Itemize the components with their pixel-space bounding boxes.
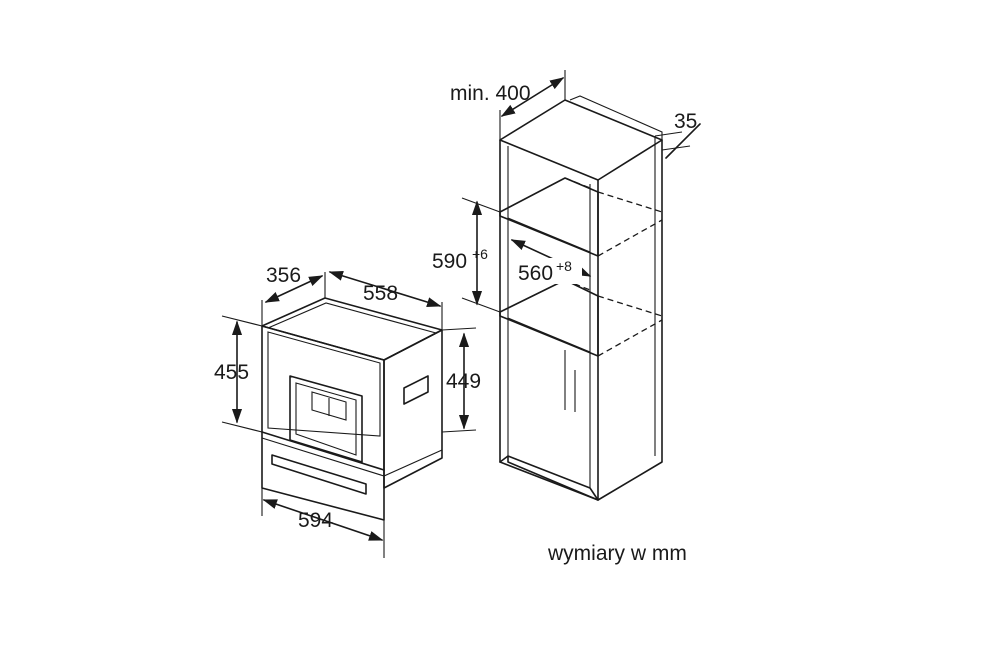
- label-min-400: min. 400: [450, 82, 531, 105]
- dim-line-35: [665, 123, 701, 159]
- units-caption: wymiary w mm: [547, 542, 687, 565]
- drawer-line-2: [261, 437, 443, 477]
- side-grip: [403, 375, 429, 405]
- label-590-tol: +6: [472, 246, 488, 262]
- appliance-bezel: [267, 331, 381, 437]
- label-590: 590: [432, 250, 467, 273]
- shelf-middle: [499, 279, 599, 357]
- niche-dash-2: [597, 219, 663, 257]
- label-455: 455: [214, 361, 249, 384]
- label-35: 35: [674, 110, 697, 133]
- cabinet-top-edges: [499, 139, 663, 181]
- appliance-side-face: [383, 329, 443, 489]
- cabinet-drawing: [499, 95, 663, 501]
- appliance-dimensions: 356 558 455 449 594: [214, 264, 481, 558]
- label-558: 558: [363, 282, 398, 305]
- drawer-handle: [271, 454, 367, 495]
- dim-line-558: [328, 271, 442, 307]
- top-edge: [267, 302, 437, 334]
- label-560-tol: +8: [556, 258, 572, 274]
- label-560: 560: [518, 262, 553, 285]
- niche-dash-1: [597, 191, 663, 213]
- niche-dash-3: [597, 295, 663, 317]
- coffee-outlet: [289, 375, 363, 463]
- coffee-outlet-inner: [295, 382, 357, 456]
- dim-line-594: [262, 499, 384, 541]
- dim-line-400: [500, 77, 565, 117]
- cabinet-dimensions: min. 400 35 590 +6 560 +8: [432, 70, 701, 313]
- appliance-drawing: [261, 297, 443, 521]
- shelf-top: [499, 177, 599, 257]
- niche-dash-4: [597, 319, 663, 357]
- cabinet-base: [499, 455, 599, 501]
- drawer-line: [261, 431, 385, 471]
- label-594: 594: [298, 509, 333, 532]
- label-356: 356: [266, 264, 301, 287]
- dim-line-356: [264, 275, 324, 303]
- spout: [311, 391, 347, 421]
- label-449: 449: [446, 370, 481, 393]
